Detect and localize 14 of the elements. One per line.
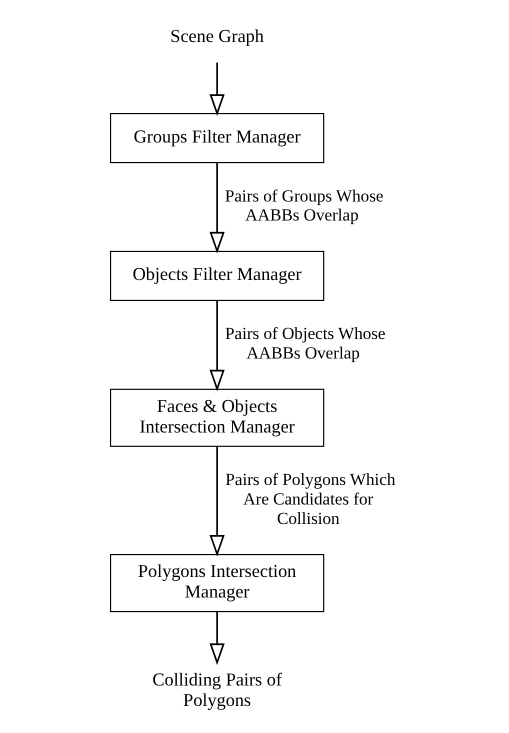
arrow [209, 62, 224, 116]
arrow [209, 300, 224, 392]
edge-label: Pairs of Objects Whose AABBs Overlap [224, 324, 386, 363]
edge-label: Pairs of Polygons Which Are Candidates for Collision [224, 470, 395, 528]
node-box: Objects Filter Manager [110, 250, 324, 301]
node-box: Polygons Intersection Manager [110, 554, 324, 612]
node-text: Scene Graph [170, 26, 264, 46]
node-box: Groups Filter Manager [110, 112, 324, 164]
edge-label: Pairs of Groups Whose AABBs Overlap [224, 186, 383, 225]
node-text: Colliding Pairs of Polygons [152, 669, 282, 710]
arrow [209, 162, 224, 254]
node-box: Faces & Objects Intersection Manager [110, 388, 324, 447]
arrow [209, 446, 224, 557]
arrow [209, 612, 224, 666]
